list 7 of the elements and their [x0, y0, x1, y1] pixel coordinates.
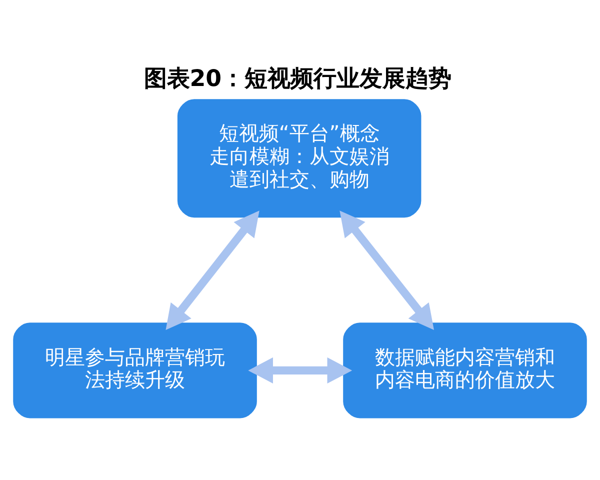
arrow — [248, 356, 352, 384]
arrow — [340, 210, 434, 330]
node-box: 短视频“平台”概念走向模糊：从文娱消遣到社交、购物 — [177, 98, 422, 218]
diagram-title: 图表20：短视频行业发展趋势 — [144, 65, 452, 92]
node-box: 数据赋能内容营销和内容电商的价值放大 — [343, 322, 587, 418]
node-box: 明星参与品牌营销玩法持续升级 — [13, 322, 257, 418]
arrow — [166, 210, 260, 330]
